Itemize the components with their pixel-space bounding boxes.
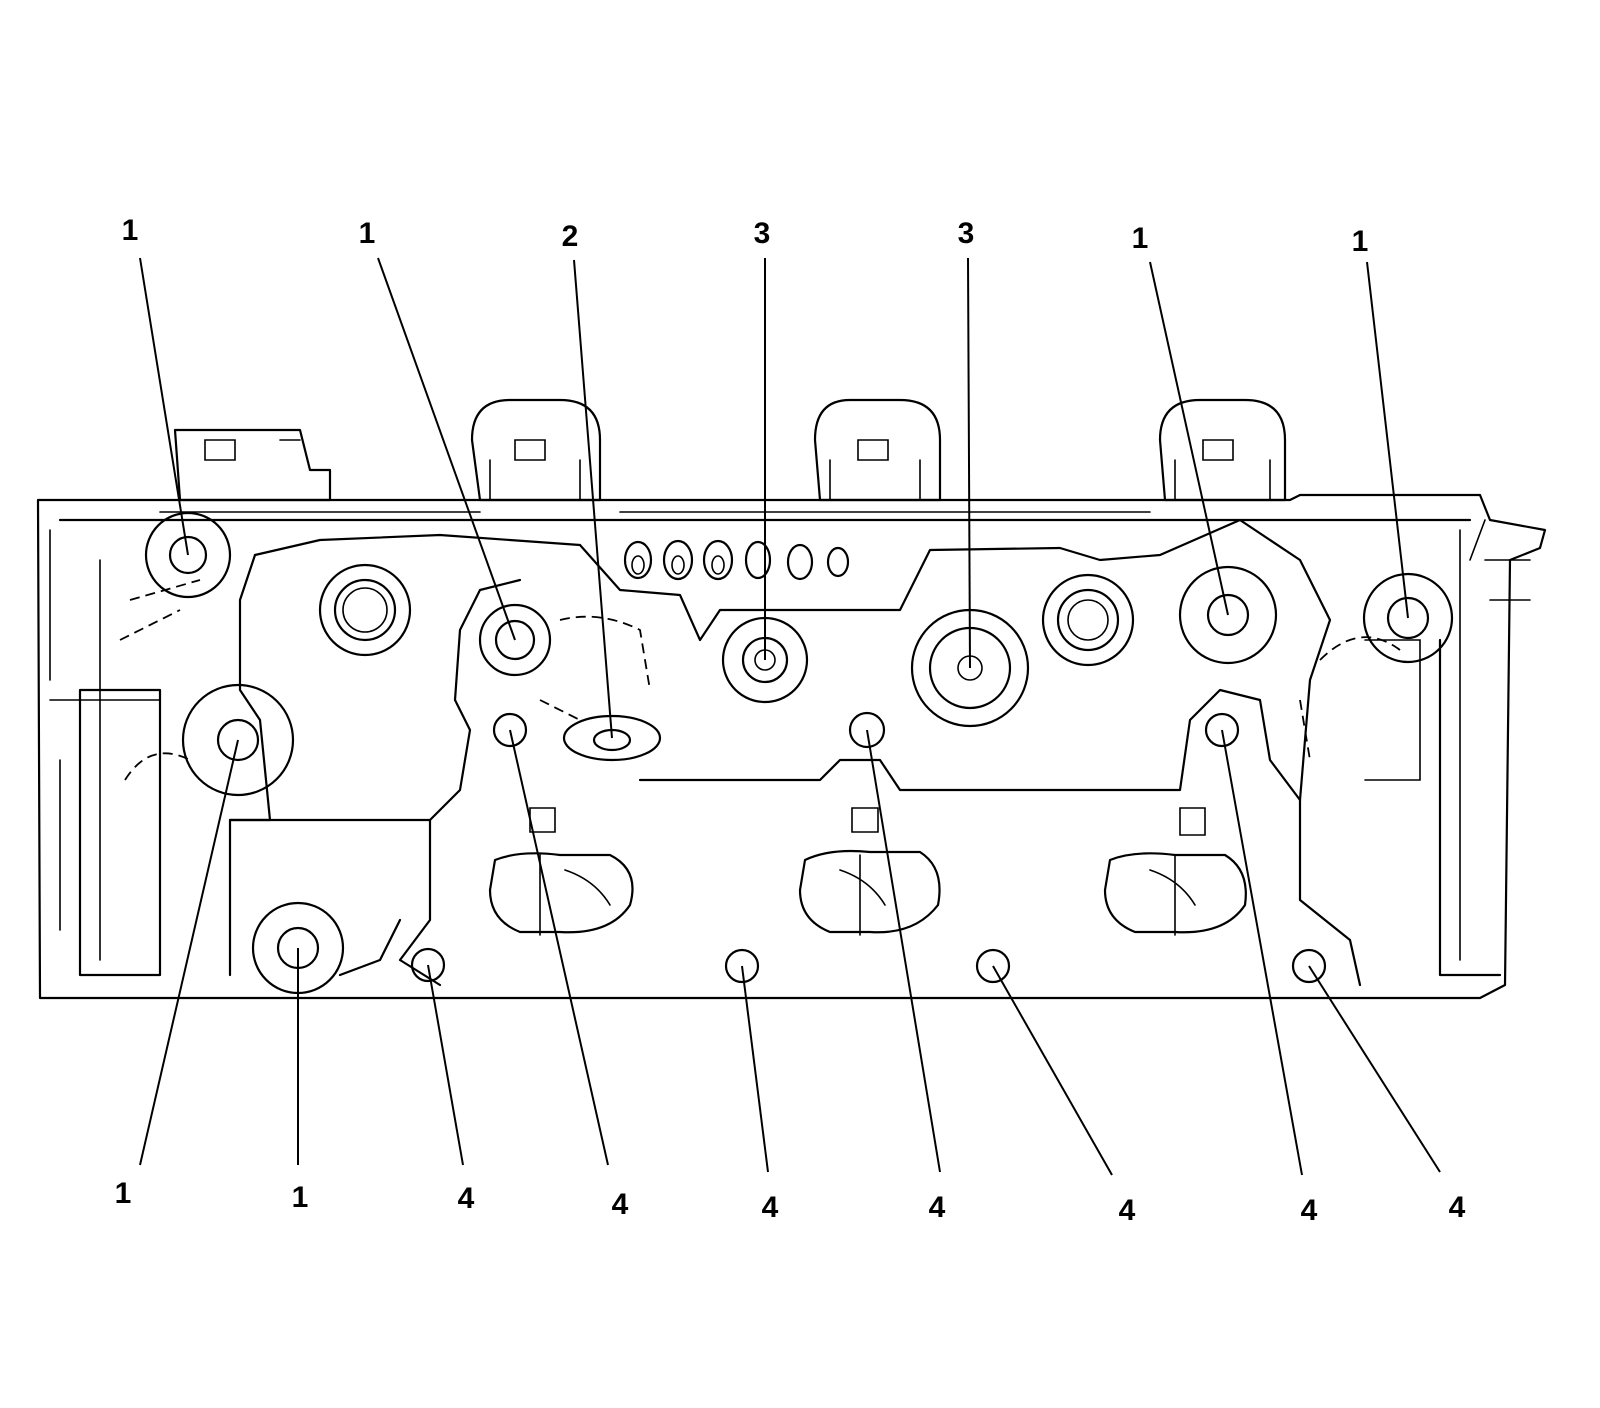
callout-label: 3 bbox=[754, 217, 771, 250]
callout-label: 4 bbox=[1301, 1194, 1318, 1227]
leader-line bbox=[377, 257, 516, 641]
leader-line bbox=[1308, 965, 1441, 1173]
callout-label: 4 bbox=[458, 1182, 475, 1215]
leader-line bbox=[1221, 729, 1303, 1176]
callout-label: 1 bbox=[122, 214, 139, 247]
camshaft-caps bbox=[173, 398, 1287, 502]
leader-line bbox=[139, 257, 189, 556]
callout-label: 1 bbox=[1132, 222, 1149, 255]
leader-line bbox=[1149, 261, 1229, 616]
leader-line bbox=[992, 965, 1113, 1176]
leader-line bbox=[427, 964, 464, 1166]
leader-line bbox=[139, 739, 239, 1166]
callout-label: 4 bbox=[1449, 1191, 1466, 1224]
oil-passage-ports bbox=[623, 539, 850, 581]
leader-line bbox=[866, 729, 941, 1173]
leader-line bbox=[1366, 261, 1409, 619]
callout-label: 1 bbox=[1352, 225, 1369, 258]
callout-label: 4 bbox=[612, 1188, 629, 1221]
leader-line bbox=[967, 257, 971, 669]
leader-line bbox=[509, 729, 609, 1166]
callout-label: 1 bbox=[292, 1181, 309, 1214]
callout-label: 4 bbox=[929, 1191, 946, 1224]
cylinder-head-outline bbox=[36, 493, 1547, 1000]
callout-label: 2 bbox=[562, 220, 579, 253]
head-bolt-holes bbox=[144, 511, 1454, 995]
callout-label: 4 bbox=[1119, 1194, 1136, 1227]
leader-line bbox=[741, 965, 769, 1173]
casting-detail-lines bbox=[49, 519, 1531, 931]
leader-lines bbox=[139, 257, 1441, 1176]
exhaust-ports bbox=[488, 807, 1247, 936]
leader-line bbox=[573, 259, 613, 739]
callout-label: 1 bbox=[115, 1177, 132, 1210]
callout-label: 3 bbox=[958, 217, 975, 250]
callout-labels: 1 1 2 3 3 1 1 1 1 4 4 4 4 4 4 4 bbox=[115, 214, 1466, 1227]
callout-label: 4 bbox=[762, 1191, 779, 1224]
callout-label: 1 bbox=[359, 217, 376, 250]
small-bolt-holes bbox=[410, 711, 1327, 984]
camshaft-bolt-holes bbox=[721, 608, 1030, 728]
